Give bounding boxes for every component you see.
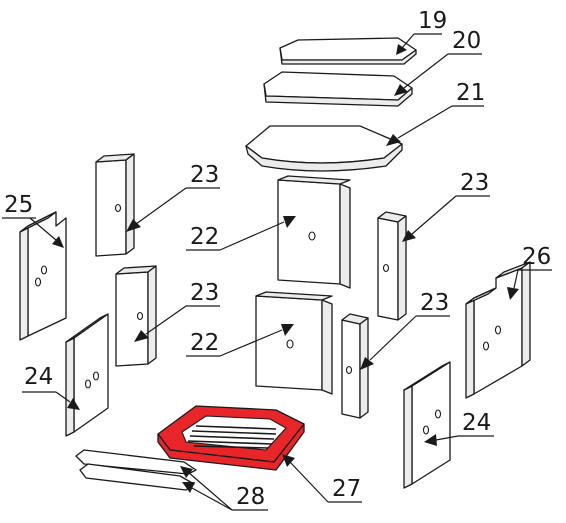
- part-22-back-panel-lower: [255, 291, 333, 395]
- callout-22-upper: 22: [186, 216, 296, 251]
- callout-20: 20: [394, 28, 482, 96]
- label-27: 27: [332, 476, 361, 502]
- label-24-right: 24: [462, 410, 491, 436]
- label-23-upper-right: 23: [460, 170, 489, 196]
- callout-21: 21: [386, 80, 485, 146]
- callout-24-left: 24: [22, 364, 80, 410]
- part-23-brick-lower-right: [341, 313, 369, 419]
- callout-26: 26: [507, 244, 552, 300]
- label-19: 19: [418, 8, 447, 34]
- part-23-brick-upper-left: [95, 153, 135, 257]
- label-24-left: 24: [24, 364, 53, 390]
- callout-23-lower-right: 23: [360, 290, 450, 370]
- callout-25: 25: [2, 192, 64, 248]
- part-26-side-panel-right: [465, 261, 531, 399]
- part-20-plate: [263, 71, 413, 107]
- callout-28: 28: [180, 466, 268, 511]
- label-25: 25: [4, 192, 33, 218]
- part-22-back-panel-upper: [277, 175, 351, 289]
- label-28: 28: [236, 484, 265, 510]
- callout-27: 27: [282, 454, 362, 503]
- callout-24-right: 24: [424, 410, 494, 446]
- label-21: 21: [456, 80, 485, 106]
- part-23-brick-upper-right: [377, 211, 407, 321]
- label-20: 20: [452, 28, 481, 54]
- label-23-upper-left: 23: [190, 162, 219, 188]
- label-23-lower-left: 23: [190, 280, 219, 306]
- part-25-side-panel-left: [19, 211, 67, 341]
- part-21-baffle: [245, 125, 403, 172]
- label-22-lower: 22: [190, 330, 219, 356]
- callout-23-upper-left: 23: [126, 162, 220, 232]
- callout-19: 19: [396, 8, 447, 55]
- label-26: 26: [522, 244, 551, 270]
- part-27-grate-frame: [157, 405, 305, 471]
- callout-23-upper-right: 23: [402, 170, 490, 242]
- part-23-brick-lower-left: [115, 265, 157, 367]
- label-22-upper: 22: [190, 224, 219, 250]
- callout-22-lower: 22: [186, 324, 294, 357]
- part-24-side-panel-left: [65, 313, 109, 437]
- part-19-top-plate: [279, 37, 417, 65]
- callout-23-lower-left: 23: [134, 280, 220, 342]
- label-23-lower-right: 23: [420, 290, 449, 316]
- part-24-side-panel-right: [403, 361, 451, 489]
